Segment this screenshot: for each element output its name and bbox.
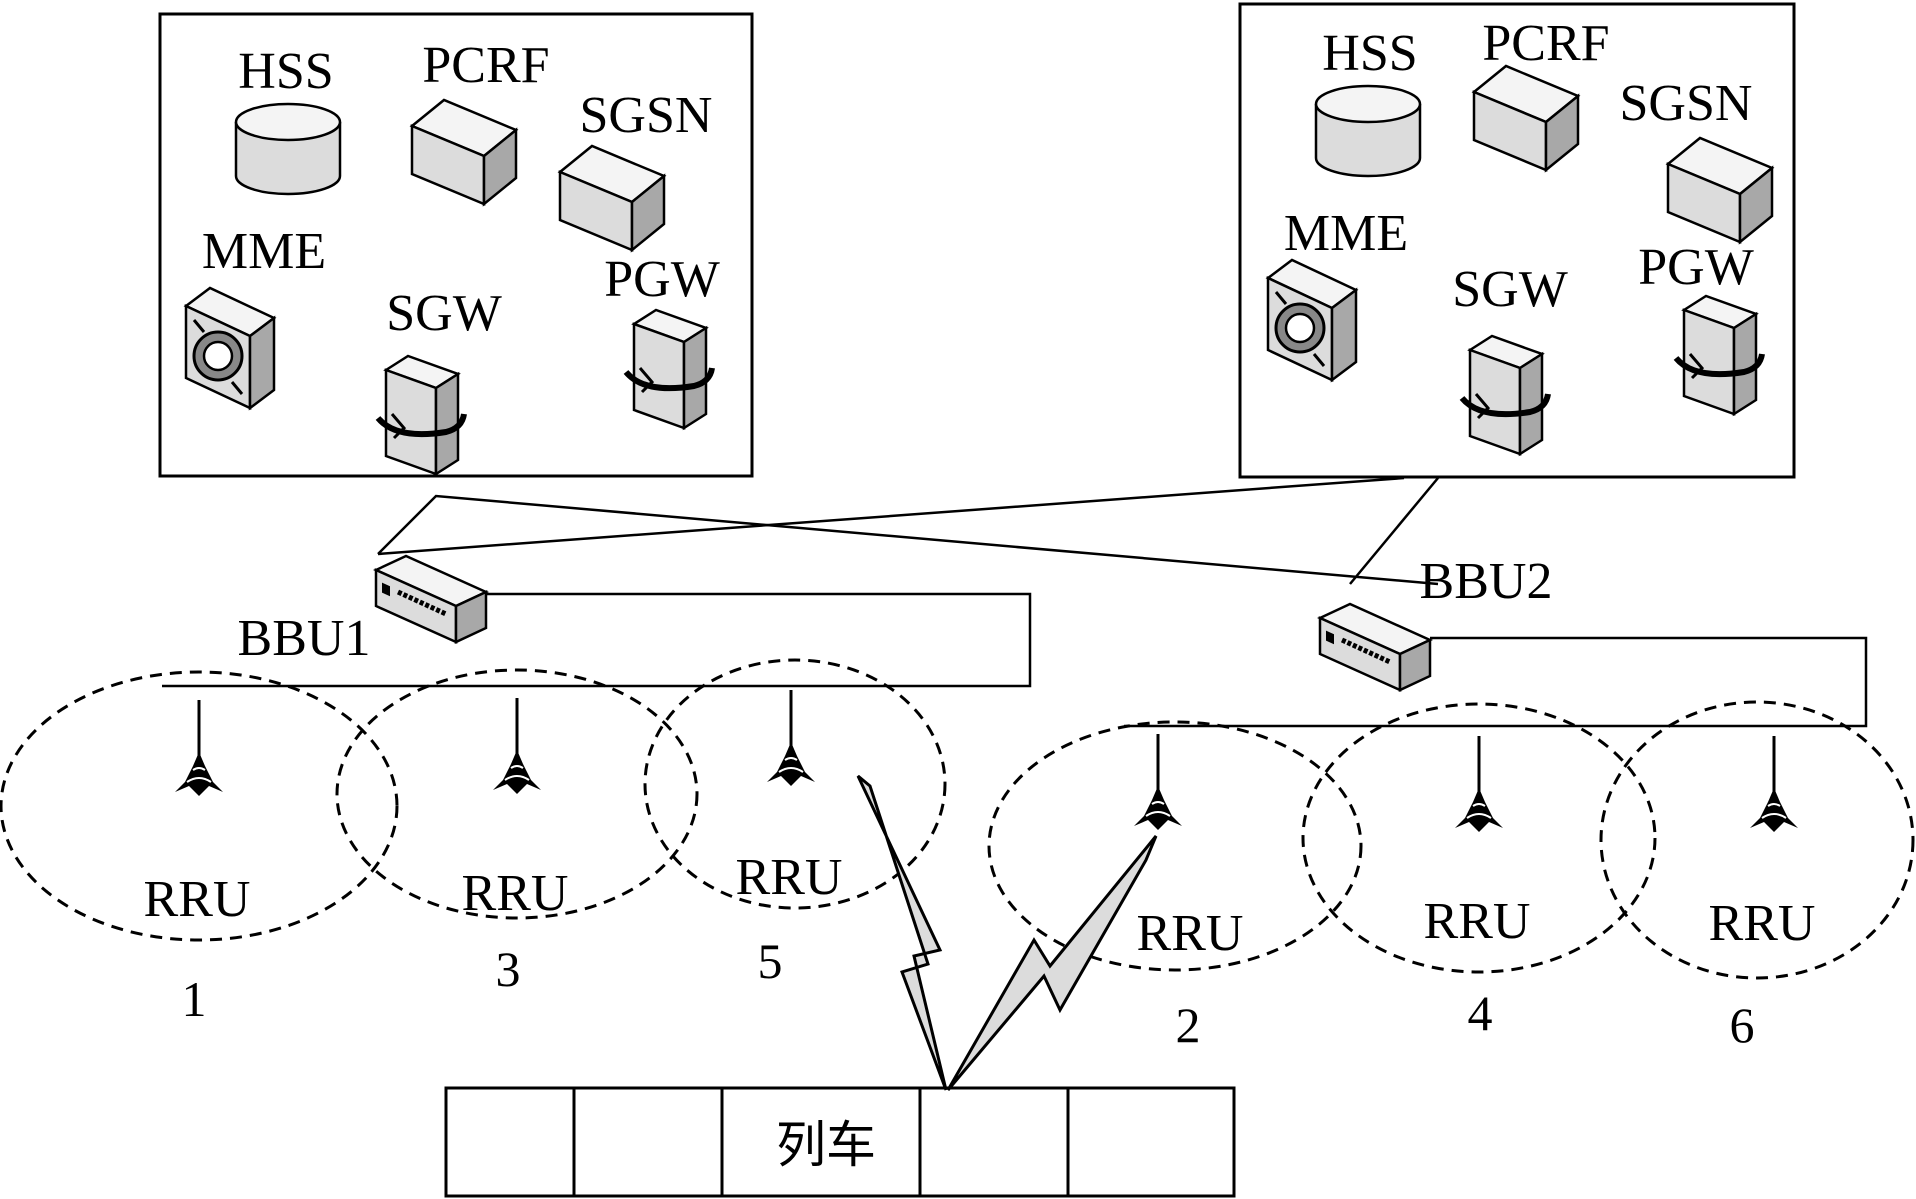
link-right-core-to-bbu1 — [377, 476, 1405, 556]
lightning-link-icon — [856, 774, 948, 1091]
rru-label: RRU — [144, 871, 251, 928]
backhaul-links — [377, 476, 1439, 586]
link-left-core-to-bbu2 — [377, 494, 1439, 586]
hss-label: HSS — [1322, 25, 1417, 82]
rru-number: 2 — [1176, 997, 1201, 1053]
rru-number: 6 — [1730, 997, 1755, 1053]
gateway-tower-icon — [378, 356, 464, 474]
rru-label: RRU — [1424, 893, 1531, 950]
antenna-tower-icon — [1748, 734, 1800, 834]
bbu1-group: BBU1 — [162, 556, 1032, 688]
antenna-tower-icon — [765, 688, 817, 788]
train-label: 列车 — [776, 1116, 876, 1174]
rru-number: 3 — [496, 941, 521, 997]
core-network-right: HSS PCRF SGSN MME SGW PGW — [1238, 2, 1796, 479]
database-cylinder-icon — [1314, 84, 1422, 178]
bbu2-fronthaul-bus — [1124, 636, 1868, 728]
rru-cell: RRU 3 — [335, 668, 699, 997]
core-network-left: HSS PCRF SGSN MME SGW PGW — [158, 12, 754, 478]
antenna-tower-icon — [1453, 734, 1505, 834]
gateway-tower-icon — [1462, 336, 1548, 454]
gateway-tower-icon — [1676, 296, 1762, 414]
lightning-link-icon — [946, 835, 1158, 1091]
sgsn-label: SGSN — [580, 87, 713, 144]
mme-label: MME — [1284, 205, 1408, 262]
bbu2-group: BBU2 — [1124, 553, 1868, 728]
train-body — [444, 1086, 1236, 1198]
radio-links — [856, 774, 1158, 1091]
rru-label: RRU — [462, 865, 569, 922]
train: 列车 — [444, 1086, 1236, 1198]
rru-cell: RRU 4 — [1301, 702, 1657, 1041]
switch-icon — [184, 286, 276, 410]
rru-label: RRU — [1137, 905, 1244, 962]
coverage-area — [987, 720, 1363, 972]
sgw-label: SGW — [1452, 261, 1568, 318]
coverage-area — [0, 670, 399, 942]
bbu1-fronthaul-bus — [162, 592, 1032, 688]
rru-label: RRU — [736, 849, 843, 906]
coverage-area — [643, 658, 947, 910]
server-box-icon — [558, 144, 666, 252]
antenna-tower-icon — [173, 698, 225, 798]
bbu2-label: BBU2 — [1420, 553, 1553, 610]
coverage-area — [1301, 702, 1657, 974]
bbu1-label: BBU1 — [238, 610, 371, 667]
baseband-unit-icon — [1320, 604, 1430, 690]
mme-label: MME — [202, 223, 326, 280]
rru-cell: RRU 2 — [987, 720, 1363, 1053]
pcrf-label: PCRF — [1482, 15, 1609, 72]
rru-number: 4 — [1468, 985, 1493, 1041]
server-box-icon — [410, 98, 518, 206]
link-right-core-to-bbu2 — [1349, 477, 1439, 585]
sgsn-label: SGSN — [1620, 75, 1753, 132]
server-box-icon — [1666, 136, 1774, 244]
database-cylinder-icon — [234, 102, 342, 196]
rru-number: 1 — [182, 971, 207, 1027]
hss-label: HSS — [238, 43, 333, 100]
coverage-area — [1599, 700, 1915, 980]
rru-label: RRU — [1709, 895, 1816, 952]
antenna-tower-icon — [1132, 732, 1184, 832]
core-box-left — [158, 12, 754, 478]
rru-cells: RRU 1 RRU 3 RRU 5 RRU 2 RRU 4 — [0, 658, 1915, 1053]
rru-cell: RRU 5 — [643, 658, 947, 989]
pcrf-label: PCRF — [422, 37, 549, 94]
pgw-label: PGW — [604, 251, 720, 308]
coverage-area — [335, 668, 699, 920]
server-box-icon — [1472, 64, 1580, 172]
baseband-unit-icon — [376, 556, 486, 642]
rru-number: 5 — [758, 933, 783, 989]
switch-icon — [1266, 258, 1358, 382]
pgw-label: PGW — [1638, 239, 1754, 296]
antenna-tower-icon — [491, 696, 543, 796]
core-box-right — [1238, 2, 1796, 479]
rru-cell: RRU 1 — [0, 670, 399, 1027]
rru-cell: RRU 6 — [1599, 700, 1915, 1053]
sgw-label: SGW — [386, 285, 502, 342]
gateway-tower-icon — [626, 310, 712, 428]
